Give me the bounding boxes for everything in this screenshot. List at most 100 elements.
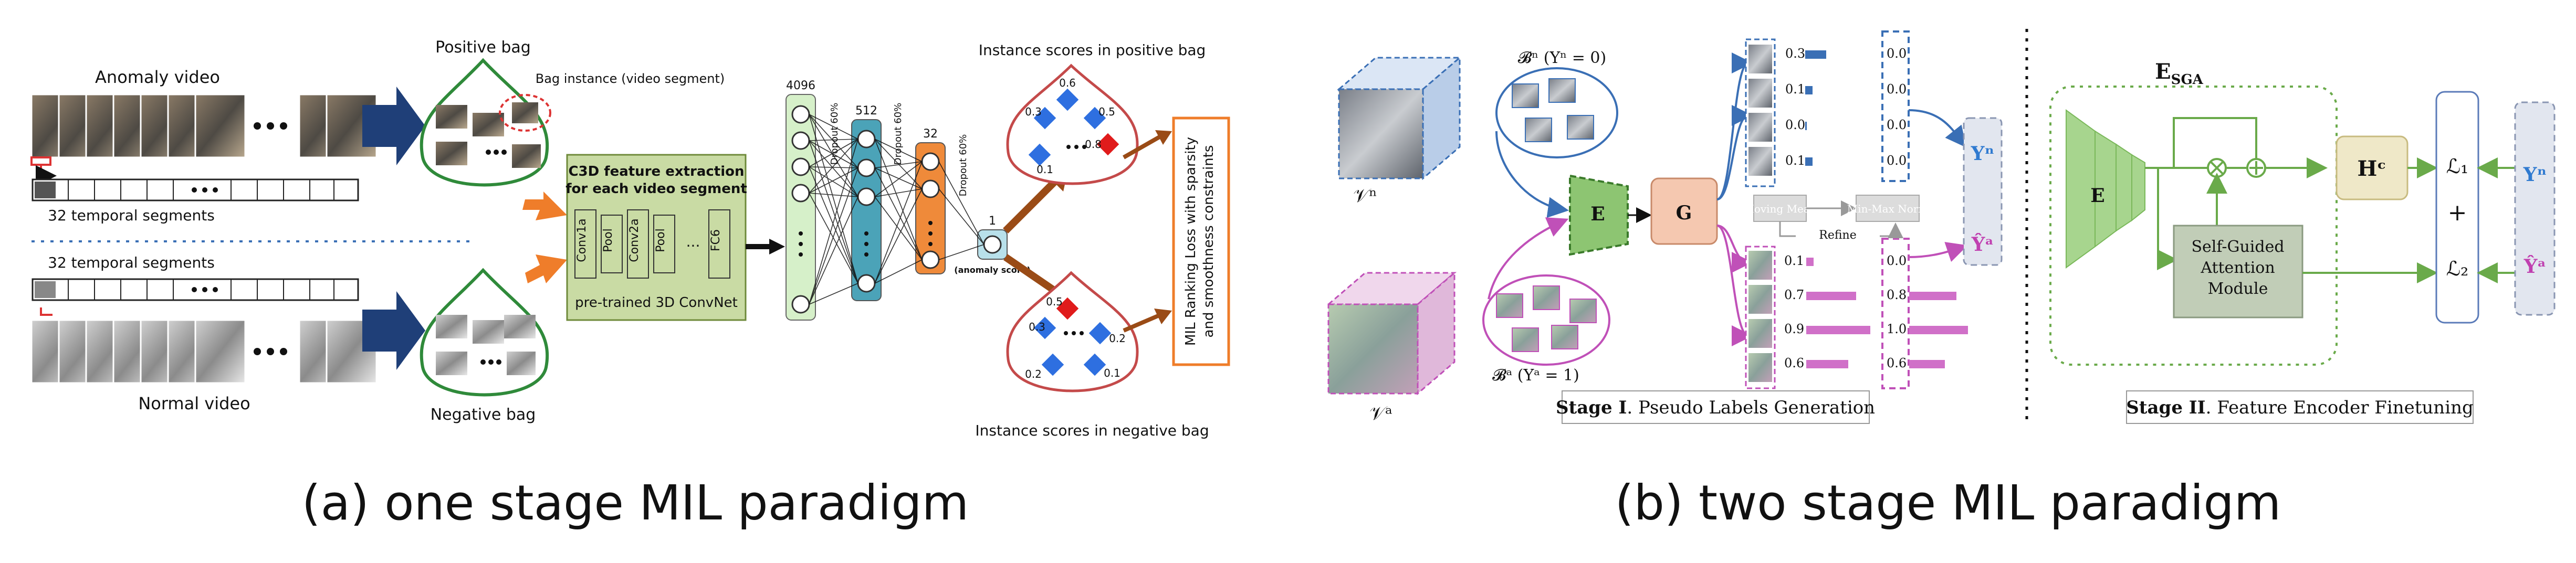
vn-label: 𝒱ⁿ <box>1353 185 1377 207</box>
abnormal-score-3: 0.6 <box>1784 356 1804 370</box>
stage1-caption: Stage I. Pseudo Labels Generation <box>1556 397 1875 418</box>
abnormal-raw-scores: 0.1 0.7 0.9 0.6 <box>1784 253 1870 370</box>
normal-score-1: 0.1 <box>1785 82 1805 97</box>
loss-l1: ℒ₁ <box>2446 155 2469 178</box>
refine-label: Refine <box>1819 229 1856 242</box>
panel-b-two-stage-mil: 𝒱ⁿ 𝒱ᵃ 𝓑ⁿ (Yⁿ = 0) 𝓑ᵃ (Yᵃ = 1) <box>1326 29 2556 424</box>
stage2-ya-hat-label: Ŷᵃ <box>2523 256 2546 278</box>
c3d-title-line2: for each video segment <box>566 181 747 197</box>
abnormal-norm-box <box>1881 238 1910 389</box>
anomaly-segments-bar <box>32 178 359 201</box>
abnormal-score-2: 0.9 <box>1784 322 1804 336</box>
anomaly-score-label: (anomaly score) <box>954 265 1031 275</box>
instance-neg-label: Instance scores in negative bag <box>975 422 1209 439</box>
normal-norm-0: 0.0 <box>1887 46 1907 61</box>
abnormal-score-1: 0.7 <box>1784 288 1804 302</box>
normal-video-cube <box>1336 56 1462 180</box>
normal-norm-1: 0.0 <box>1887 82 1907 97</box>
stage2-yn-label: Yⁿ <box>2523 164 2547 186</box>
stage2-caption-bold: Stage II <box>2126 397 2205 418</box>
esga-encoder <box>2066 109 2145 269</box>
negative-bag-label: Negative bag <box>431 406 536 424</box>
yn-label: Yⁿ <box>1971 143 1994 165</box>
anomaly-video-frames <box>30 93 378 158</box>
abnormal-norm-1: 0.8 <box>1887 288 1907 302</box>
minmax-norm-box <box>1856 195 1920 222</box>
sga-line3: Module <box>2208 280 2268 298</box>
normal-segments-bar <box>32 278 359 301</box>
pos-score-4: 0.1 <box>1036 163 1053 176</box>
arrow-to-positive-bag <box>362 87 425 165</box>
stage1-caption-bold: Stage I <box>1556 397 1627 418</box>
pos-score-0: 0.6 <box>1059 77 1076 89</box>
pos-score-3: 0.8 <box>1085 138 1102 151</box>
layer-conv1a: Conv1a <box>575 218 589 262</box>
fc-network: 4096 Dropout 60% 512 Dropout 60% 32 Dro <box>786 79 1031 321</box>
normal-score-3: 0.1 <box>1785 153 1805 168</box>
loss-plus: + <box>2448 199 2467 226</box>
arrow-pos-to-loss <box>1155 130 1172 145</box>
stage2-caption: Stage II. Feature Encoder Finetuning <box>2126 397 2473 418</box>
temporal-segments-bottom: 32 temporal segments <box>48 254 215 271</box>
hc-label: Hᶜ <box>2358 156 2386 181</box>
ranking-loss-line1: MIL Ranking Loss with sparsity <box>1183 137 1199 346</box>
loss-box <box>2435 91 2479 324</box>
esga-title: ESGA <box>2155 59 2203 88</box>
normal-score-2: 0.0 <box>1785 118 1805 132</box>
sga-line2: Attention <box>2200 259 2275 277</box>
neg-score-1: 0.3 <box>1029 321 1045 333</box>
abnormal-norm-scores: 0.0 0.8 1.0 0.6 <box>1887 253 1968 370</box>
positive-bag-label: Positive bag <box>435 38 531 57</box>
arrow-to-negative-bag <box>362 291 425 370</box>
moving-mean-label: Moving Mean <box>1743 203 1816 215</box>
normal-norm-2: 0.0 <box>1887 118 1907 132</box>
fc-size-4096: 4096 <box>786 79 815 92</box>
stage2-caption-rest: . Feature Encoder Finetuning <box>2206 397 2474 418</box>
ba-label: 𝓑ᵃ (Yᵃ = 1) <box>1492 366 1579 385</box>
fc-size-512: 512 <box>855 104 877 118</box>
ranking-loss-box <box>1172 116 1230 366</box>
sga-module-box <box>2173 225 2303 318</box>
normal-bag-clips <box>1512 78 1594 142</box>
negative-bag-instances <box>436 315 536 375</box>
normal-stack-clips <box>1748 45 1772 176</box>
dropout-3: Dropout 60% <box>958 134 969 197</box>
positive-bag-instances <box>436 94 551 168</box>
esga-title-main: E <box>2155 59 2171 84</box>
normal-video-frames <box>30 319 378 384</box>
stage1-caption-box <box>1562 390 1870 424</box>
stage1-caption-rest: . Pseudo Labels Generation <box>1627 397 1875 418</box>
caption-a: (a) one stage MIL paradigm <box>302 475 969 531</box>
layer-pool2: Pool <box>654 228 667 252</box>
layer-fc6: FC6 <box>709 229 722 251</box>
c3d-layers: Conv1a Pool Conv2a Pool ... FC6 <box>574 209 730 279</box>
bn-label: 𝓑ⁿ (Yⁿ = 0) <box>1518 49 1606 67</box>
segment-highlight <box>30 156 51 166</box>
ranking-loss-line2: and smoothness constraints <box>1201 145 1217 338</box>
sga-line1: Self-Guided <box>2191 238 2284 256</box>
pos-score-2: 0.5 <box>1098 105 1115 118</box>
neg-score-4: 0.1 <box>1104 367 1121 379</box>
neg-score-2: 0.2 <box>1109 332 1126 345</box>
normal-video-label: Normal video <box>138 394 250 413</box>
normal-norm-3: 0.0 <box>1887 153 1907 168</box>
c3d-title-line1: C3D feature extraction <box>568 164 744 179</box>
caption-b: (b) two stage MIL paradigm <box>1615 475 2281 531</box>
stage2-caption-box <box>2126 390 2474 424</box>
normal-score-0: 0.3 <box>1785 46 1805 61</box>
encoder-e <box>1569 174 1629 256</box>
abnormal-bag-clips <box>1496 285 1597 352</box>
stage2-label-column <box>2514 101 2556 316</box>
bag-instance-label: Bag instance (video segment) <box>536 71 725 86</box>
abnormal-norm-3: 0.6 <box>1887 356 1907 370</box>
minmax-norm-label: Min-Max Norm <box>1847 203 1929 215</box>
panel-a-one-stage-mil: Anomaly video <box>30 38 1230 439</box>
arrow-pos-to-c3d <box>522 192 567 220</box>
layer-conv2a: Conv2a <box>628 218 641 262</box>
dropout-1: Dropout 60% <box>829 103 840 165</box>
generator-label: G <box>1676 202 1692 224</box>
instance-pos-label: Instance scores in positive bag <box>979 41 1206 59</box>
ya-hat-label: Ŷᵃ <box>1971 233 1994 256</box>
normal-norm-box <box>1881 30 1910 182</box>
